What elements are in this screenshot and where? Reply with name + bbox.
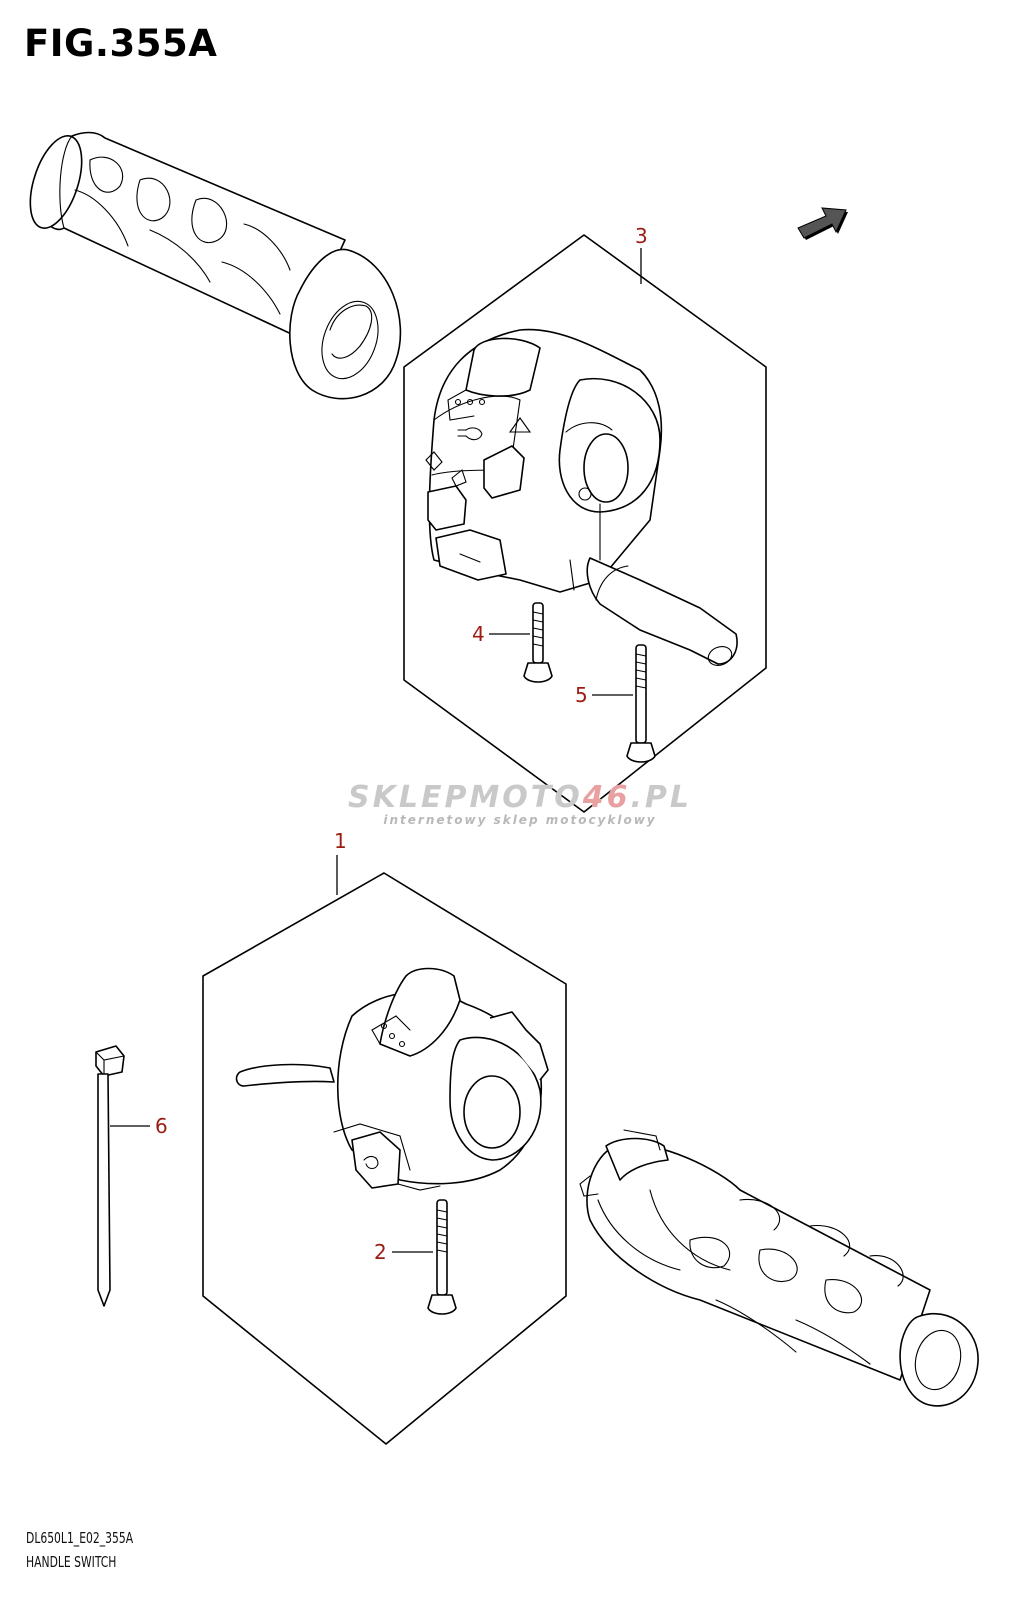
figure-name: HANDLE SWITCH [26, 1553, 117, 1571]
watermark-brand: SKLEPMOTO46.PL [347, 780, 693, 815]
screw-5 [626, 644, 656, 763]
screw-2 [427, 1199, 457, 1315]
callout-1: 1 [334, 829, 347, 853]
left-handle-switch [425, 328, 738, 666]
watermark: SKLEPMOTO46.PL internetowy sklep motocyk… [330, 780, 710, 827]
watermark-tagline: internetowy sklep motocyklowy [383, 813, 657, 827]
callout-3: 3 [635, 224, 648, 248]
screw-4 [523, 602, 553, 683]
figure-title: FIG.355A [24, 22, 218, 65]
left-grip [29, 131, 402, 400]
throttle-grip [579, 1129, 979, 1407]
direction-arrow-icon [797, 207, 848, 240]
assembly-frame-1 [202, 872, 567, 1445]
figure-caption: DL650L1_E02_355A HANDLE SWITCH [26, 1526, 133, 1574]
assembly-frame-3 [403, 234, 767, 813]
figure-code: DL650L1_E02_355A [26, 1529, 134, 1547]
right-handle-switch [235, 967, 549, 1191]
callout-4: 4 [472, 622, 485, 646]
callout-5: 5 [575, 683, 588, 707]
callout-6: 6 [155, 1114, 168, 1138]
callout-2: 2 [374, 1240, 387, 1264]
cable-tie-6 [95, 1045, 125, 1307]
